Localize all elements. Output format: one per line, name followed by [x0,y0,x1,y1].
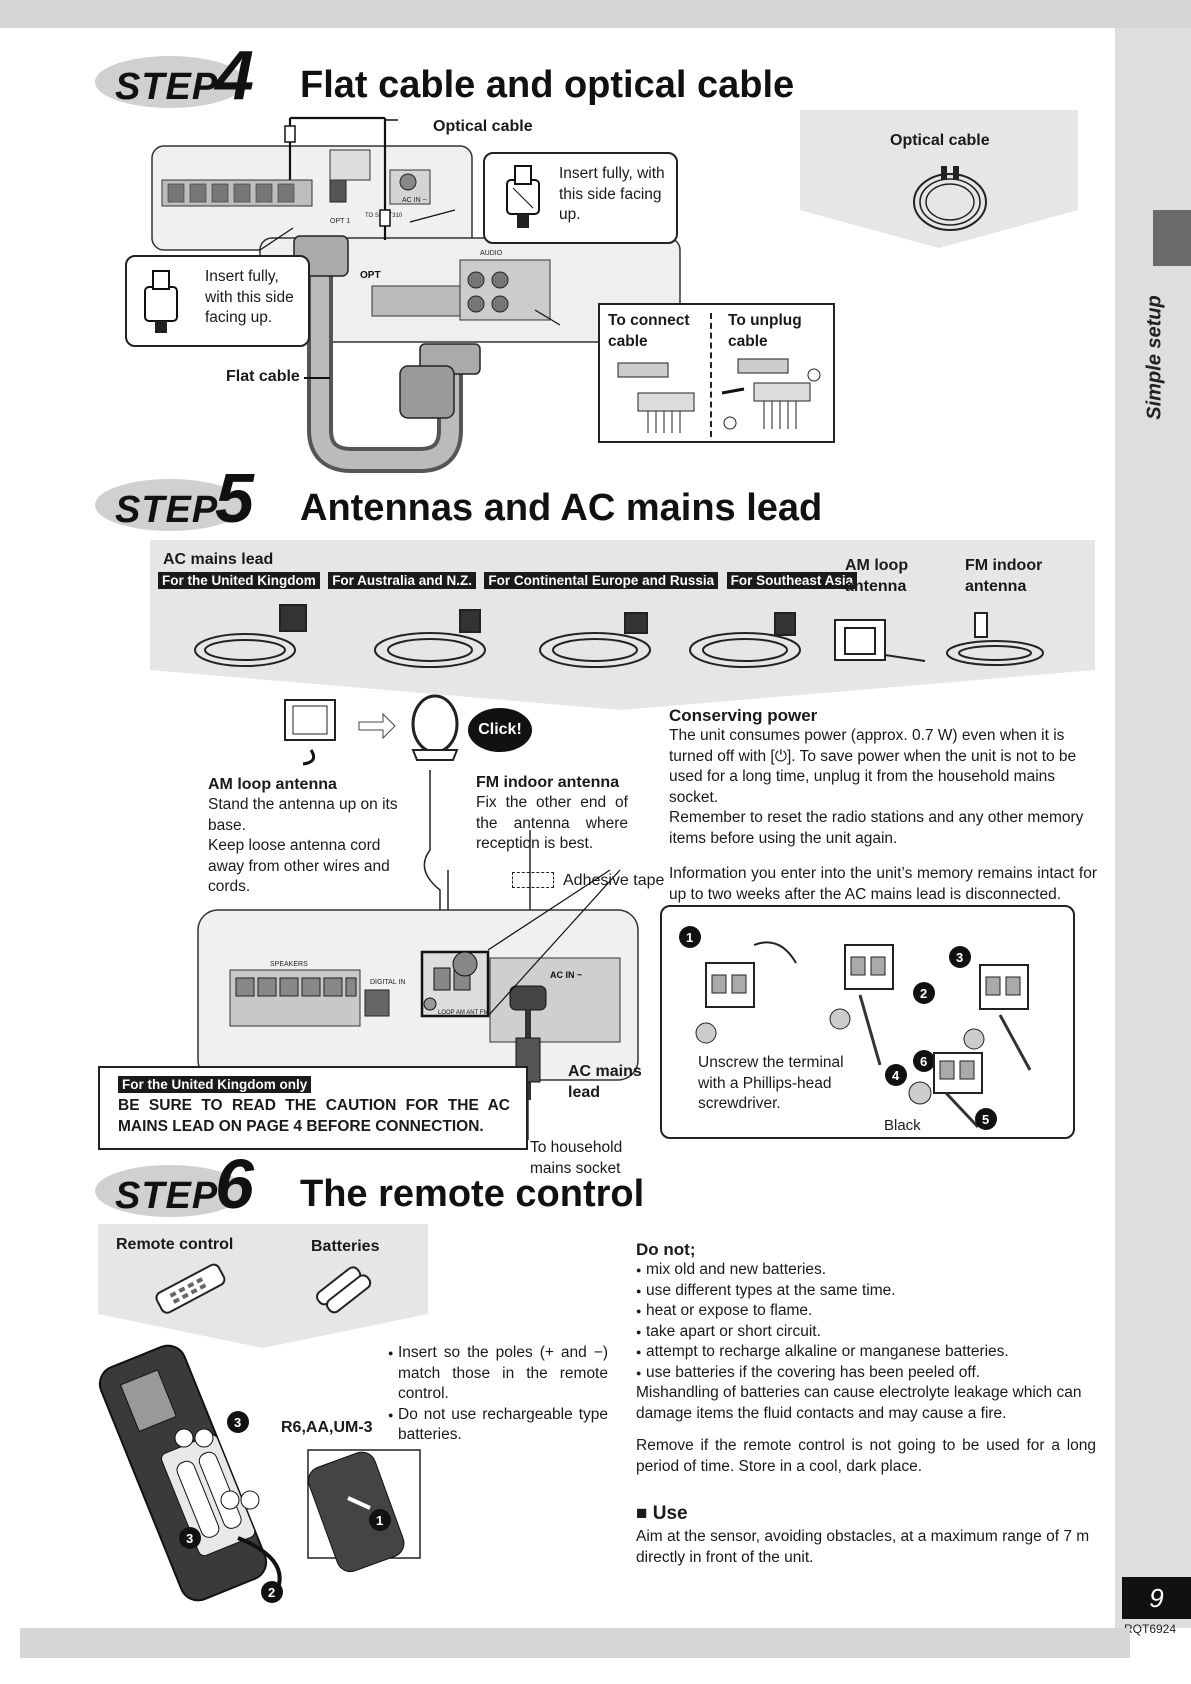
svg-text:3: 3 [234,1415,241,1430]
region-tag-australia: For Australia and N.Z. [328,572,476,589]
insert-callout-top-text: Insert fully, with this side facing up. [559,164,675,226]
uk-only-tag: For the United Kingdom only [118,1076,311,1093]
connect-cable-label: To connect cable [608,311,708,352]
insert-callout-top: Insert fully, with this side facing up. [483,152,678,244]
step6-title: The remote control [300,1173,644,1216]
document-code: RQT6924 [1124,1622,1176,1636]
top-band [0,0,1191,28]
step4-badge: STEP 4 [95,38,275,112]
ac-mains-lead-callout: AC mains lead [568,1062,648,1103]
unplug-cable-label: To unplug cable [728,311,828,352]
optical-cable-accessory-label: Optical cable [890,132,990,150]
region-tag-uk: For the United Kingdom [158,572,320,589]
batteries-accessory-label: Batteries [311,1238,379,1256]
click-indicator: Click! [468,708,532,752]
step5-badge: STEP 5 [95,461,275,535]
do-not-item: mix old and new batteries. [636,1260,1096,1281]
batteries-icon [310,1256,380,1316]
region-tag-southeast-asia: For Southeast Asia [727,572,858,589]
svg-text:SPEAKERS: SPEAKERS [270,961,308,968]
section-tab-marker [1153,210,1191,266]
svg-text:5: 5 [982,1112,989,1127]
insert-callout-left: Insert fully, with this side facing up. [125,255,310,347]
optical-plug-icon [133,265,191,337]
insert-instructions-list: Insert so the poles (+ and −) match thos… [388,1343,608,1446]
step4-title: Flat cable and optical cable [300,64,794,107]
svg-text:2: 2 [920,986,927,1001]
fm-indoor-accessory-label: FM indoor antenna [965,556,1065,597]
svg-text:6: 6 [920,1054,927,1069]
region-tag-europe: For Continental Europe and Russia [484,572,718,589]
svg-text:2: 2 [268,1585,275,1600]
side-band [1115,28,1191,1628]
unplug-plug-illustration [718,353,828,437]
svg-text:AC IN ~: AC IN ~ [402,197,427,204]
terminal-wiring-box: 1 2 3 Unscrew the terminal with a Philli… [660,905,1075,1139]
do-not-item: use different types at the same time. [636,1281,1096,1302]
connect-unplug-box: To connect cable To unplug cable [598,303,835,443]
remove-batteries-note: Remove if the remote control is not goin… [636,1436,1096,1477]
svg-text:1: 1 [376,1513,383,1528]
am-loop-assembly-illustration [275,690,465,770]
step5-title: Antennas and AC mains lead [300,487,822,530]
uk-warning-text: BE SURE TO READ THE CAUTION FOR THE AC M… [118,1096,510,1137]
do-not-item: take apart or short circuit. [636,1322,1096,1343]
optical-cable-coil-icon [905,160,995,238]
do-not-heading: Do not; [636,1240,836,1261]
black-wire-label: Black [884,1117,921,1134]
use-instructions: Aim at the sensor, avoiding obstacles, a… [636,1527,1096,1568]
remote-control-accessory-label: Remote control [116,1236,233,1254]
svg-text:3: 3 [186,1531,193,1546]
region-tags: For the United Kingdom For Australia and… [158,572,861,590]
flat-cable-label: Flat cable [226,368,300,386]
svg-text:AC IN ~: AC IN ~ [550,970,582,980]
section-label: Simple setup [1125,290,1185,430]
battery-insertion-illustration: 3 3 2 1 [98,1338,438,1608]
terminal-steps-illustration: 1 2 3 [670,915,1070,1075]
do-not-item: heat or expose to flame. [636,1301,1096,1322]
ac-mains-lead-label: AC mains lead [163,551,273,569]
accessory-illustrations [185,595,1065,685]
svg-text:AUDIO: AUDIO [480,250,503,257]
optical-cable-label: Optical cable [433,118,533,136]
use-heading: ■ Use [636,1502,836,1526]
svg-text:OPT 1: OPT 1 [330,218,350,225]
conserving-power-heading: Conserving power [669,706,1069,727]
svg-text:1: 1 [686,930,693,945]
remote-control-icon [150,1258,230,1322]
insert-instruction: Insert so the poles (+ and −) match thos… [388,1343,608,1405]
insert-callout-left-text: Insert fully, with this side facing up. [205,267,309,329]
uk-warning-box: For the United Kingdom only BE SURE TO R… [98,1066,528,1150]
battery-type-label: R6,AA,UM-3 [281,1419,373,1437]
terminal-instructions: Unscrew the terminal with a Phillips-hea… [698,1053,868,1115]
mishandling-warning: Mishandling of batteries can cause elect… [636,1383,1096,1424]
optical-plug-icon [493,162,553,234]
step6-badge: STEP 6 [95,1147,275,1221]
svg-text:DIGITAL IN: DIGITAL IN [370,979,405,986]
svg-text:OPT: OPT [360,270,381,281]
page-number: 9 [1122,1577,1191,1619]
do-not-item: attempt to recharge alkaline or manganes… [636,1342,1096,1363]
svg-text:4: 4 [892,1068,900,1083]
insert-instruction: Do not use rechargeable type batteries. [388,1405,608,1446]
do-not-list: mix old and new batteries. use different… [636,1260,1096,1383]
am-loop-accessory-label: AM loop antenna [845,556,935,597]
do-not-item: use batteries if the covering has been p… [636,1363,1096,1384]
bottom-band [20,1628,1130,1658]
svg-text:3: 3 [956,950,963,965]
memory-retention-text: Information you enter into the unit’s me… [669,864,1097,905]
conserving-power-text: The unit consumes power (approx. 0.7 W) … [669,726,1089,849]
connect-plug-illustration [608,353,708,437]
